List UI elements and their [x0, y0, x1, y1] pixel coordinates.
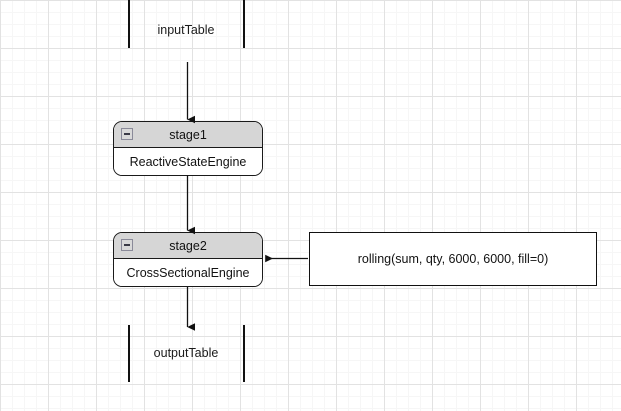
minus-square-icon[interactable]	[121, 128, 133, 140]
input-table-label: inputTable	[157, 23, 215, 37]
stage1-engine-label: ReactiveStateEngine	[129, 154, 247, 169]
output-table-label: outputTable	[153, 346, 219, 360]
stage1-node[interactable]: stage1 ReactiveStateEngine	[113, 121, 263, 176]
minus-square-icon[interactable]	[121, 239, 133, 251]
stage1-title: stage1	[169, 127, 207, 142]
stage2-node[interactable]: stage2 CrossSectionalEngine	[113, 232, 263, 287]
input-table-lifeline-left	[128, 0, 130, 48]
output-table-lifeline-left	[128, 325, 130, 382]
stage2-title: stage2	[169, 238, 207, 253]
output-table-lifeline-right	[243, 325, 245, 382]
minus-glyph	[124, 244, 130, 246]
stage1-body: ReactiveStateEngine	[114, 148, 262, 175]
annotation-text: rolling(sum, qty, 6000, 6000, fill=0)	[357, 252, 549, 266]
annotation-node[interactable]: rolling(sum, qty, 6000, 6000, fill=0)	[309, 232, 597, 286]
minus-glyph	[124, 133, 130, 135]
stage2-engine-label: CrossSectionalEngine	[126, 265, 250, 280]
stage2-header: stage2	[114, 233, 262, 259]
stage2-body: CrossSectionalEngine	[114, 259, 262, 286]
input-table-lifeline-right	[243, 0, 245, 48]
stage1-header: stage1	[114, 122, 262, 148]
